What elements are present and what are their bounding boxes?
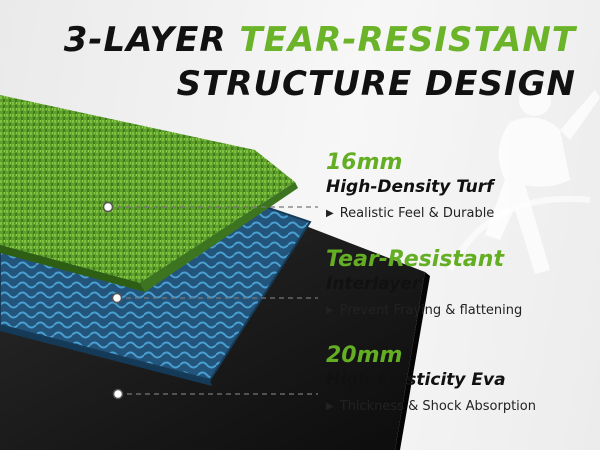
feature-detail-text: Prevent Fraying & flattening <box>339 303 523 318</box>
feature-number: 16mm <box>326 150 403 175</box>
triangle-right-icon: ▶ <box>326 305 334 316</box>
feature-detail: ▶ Prevent Fraying & flattening <box>326 303 586 318</box>
feature-number: 20mm <box>326 343 403 368</box>
turf-layer <box>0 95 298 292</box>
marker-dot-interlayer <box>111 292 123 304</box>
feature-detail: ▶ Realistic Feel & Durable <box>326 206 586 221</box>
triangle-right-icon: ▶ <box>326 208 334 219</box>
title-prefix: 3-LAYER <box>63 20 240 60</box>
title-accent: TEAR-RESISTANT <box>239 20 576 60</box>
feature-name: High-Density Turf <box>326 177 494 197</box>
feature-name: High-Elasticity Eva <box>326 370 506 390</box>
feature-detail-text: Realistic Feel & Durable <box>339 206 495 221</box>
title-line-1: 3-LAYER TEAR-RESISTANT <box>64 20 576 60</box>
marker-dot-turf <box>102 201 114 213</box>
feature-turf: 16mm High-Density Turf ▶ Realistic Feel … <box>326 150 586 221</box>
feature-name: Interlayer <box>326 274 421 294</box>
marker-dot-eva <box>112 388 124 400</box>
feature-detail: ▶ Thickness & Shock Absorption <box>326 399 586 414</box>
feature-interlayer: Tear-Resistant Interlayer ▶ Prevent Fray… <box>326 247 586 318</box>
feature-number: Tear-Resistant <box>326 247 504 272</box>
golfer-silhouette-icon <box>447 84 600 274</box>
title-line-2: STRUCTURE DESIGN <box>176 64 576 104</box>
feature-eva: 20mm High-Elasticity Eva ▶ Thickness & S… <box>326 343 586 414</box>
feature-detail-text: Thickness & Shock Absorption <box>339 399 536 414</box>
triangle-right-icon: ▶ <box>326 401 334 412</box>
